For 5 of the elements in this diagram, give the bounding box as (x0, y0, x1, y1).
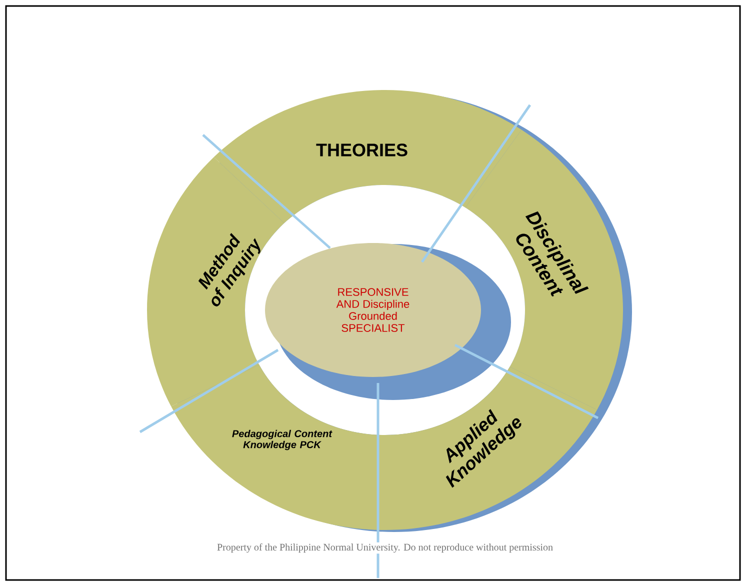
node-label: Pedagogical Content Knowledge PCK (232, 430, 332, 450)
ring-segment: Pedagogical Content Knowledge PCK (171, 364, 385, 530)
ring-segment: THEORIES (214, 90, 522, 224)
notice-text: Property of the Philippine Normal University. Do not reproduce without permission (217, 543, 553, 553)
node-label: THEORIES (316, 144, 408, 156)
